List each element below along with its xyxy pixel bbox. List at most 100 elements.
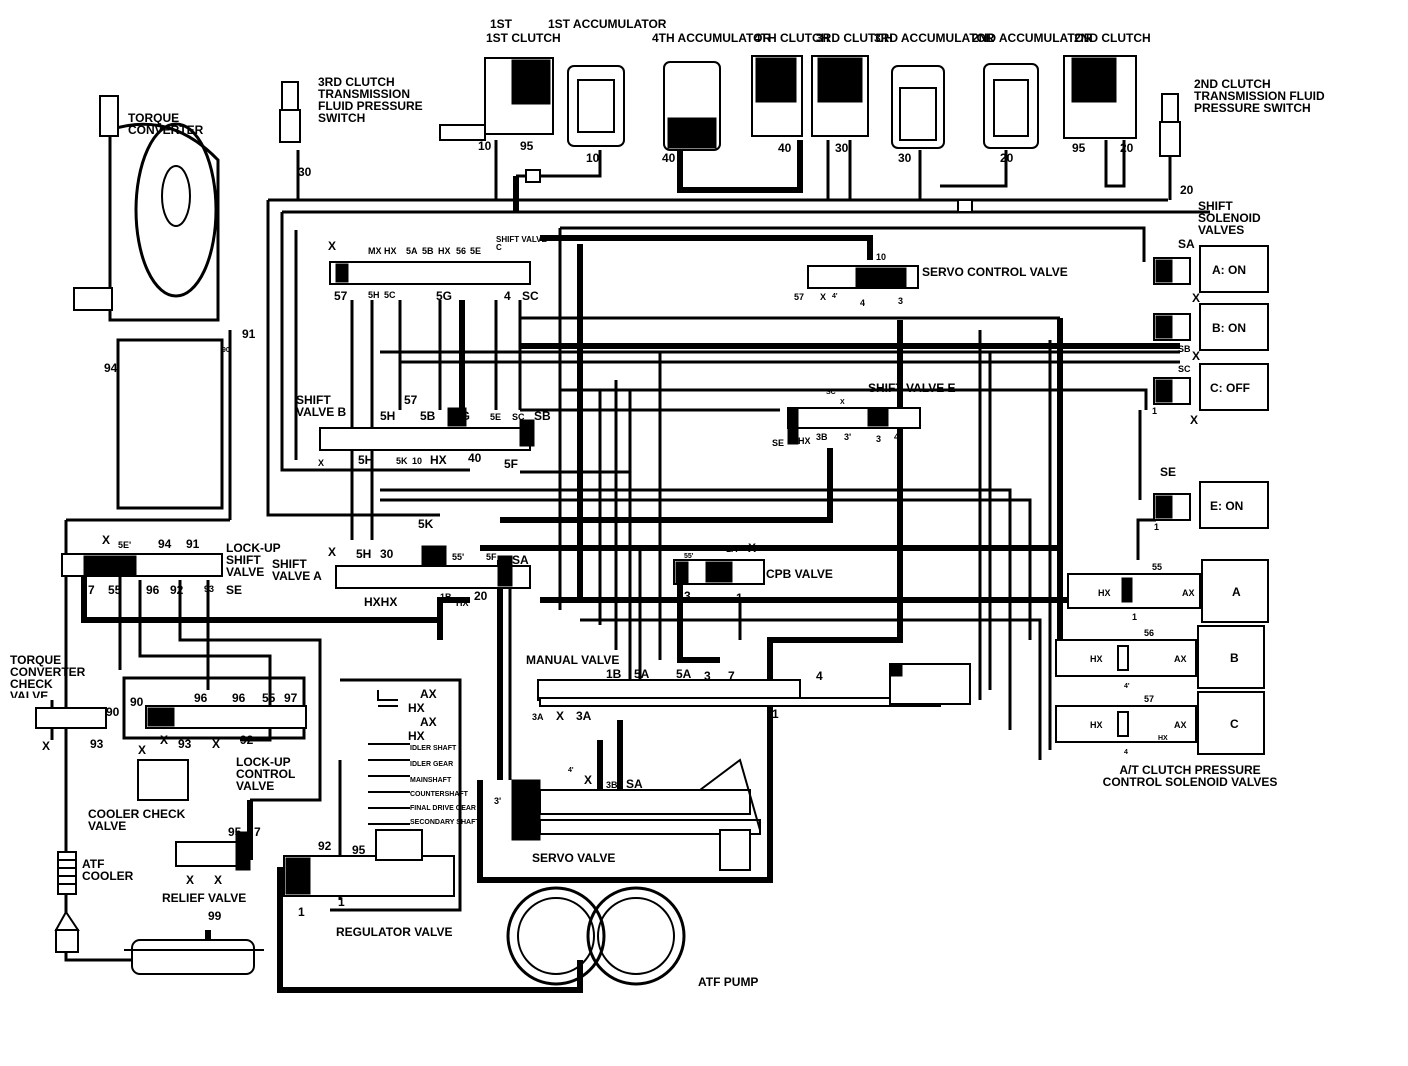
lsv-port-55: 55 — [108, 583, 122, 597]
line-sol-e — [1136, 518, 1156, 560]
reg-port-1b: 1 — [338, 895, 345, 909]
mv-port-3a: 3A — [532, 712, 544, 722]
shift-solenoid-title: SHIFT SOLENOID VALVES — [1198, 200, 1261, 237]
shift-valve-c-label: SHIFT VALVE C — [496, 236, 547, 252]
line-h-238 — [540, 235, 873, 260]
mv-port-1b: 1B — [606, 667, 622, 681]
mv-port-x: X — [556, 709, 564, 723]
svc-port-4: 4 — [504, 289, 511, 303]
lube-legend-bracket — [377, 690, 398, 707]
regulator-valve-land — [285, 857, 311, 895]
sve-port-3p: 3' — [844, 432, 851, 442]
clutch-label-4th-clutch: 4TH CLUTCH — [754, 31, 829, 45]
mv-port-1: 1 — [772, 707, 779, 721]
tc-check-valve-body — [35, 707, 107, 729]
line-left-outer — [266, 200, 440, 517]
solenoid-c-port: SC — [1178, 364, 1191, 374]
lockup-control-valve-body — [145, 705, 307, 729]
tc-check-valve-label: TORQUE CONVERTER CHECK VALVE — [10, 654, 86, 698]
at-solenoid-a-body — [1067, 573, 1201, 609]
shift-valve-e-solenoid — [787, 407, 799, 445]
svb-port-5f: 5F — [504, 457, 518, 471]
mv-port-5a: 5A — [634, 667, 650, 681]
manual-valve-detent-ball — [889, 663, 903, 677]
line-1b — [437, 597, 470, 640]
shift-solenoid-b: B: ON SB — [1153, 303, 1269, 354]
code-3rd-accumulator: 30 — [898, 151, 912, 165]
shift-valve-a-label: SHIFT VALVE A — [272, 558, 322, 583]
line-lockup-96b — [138, 580, 272, 742]
lsv-port-94: 94 — [158, 537, 172, 551]
lube-idler-shaft: IDLER SHAFT — [410, 745, 457, 752]
sve-port-3b: 3B — [816, 432, 828, 442]
solenoid-e-box — [1199, 481, 1269, 529]
at-solenoid-c-label: C — [1230, 717, 1239, 731]
tcc-port-90: 90 — [106, 705, 120, 719]
at-solenoid-b-coil — [1197, 625, 1265, 689]
line-h-520 — [500, 448, 833, 523]
sva-port-sa: SA — [512, 553, 529, 567]
tcc-port-93: 93 — [90, 737, 104, 751]
sva-port-55p: 55' — [452, 552, 464, 562]
sve-port-se: SE — [772, 438, 784, 448]
mv-port-5a2: 5A — [676, 667, 692, 681]
at-solenoid-title: A/T CLUTCH PRESSURE CONTROL SOLENOID VAL… — [1102, 764, 1278, 789]
at-sol-b-ax: AX — [1174, 654, 1187, 664]
shift-solenoid-e: E: ON SE — [1153, 465, 1269, 529]
shift-valve-b-solenoid — [519, 419, 535, 447]
svb-port-5b: 5B — [420, 409, 436, 423]
sve-port-4: 4 — [894, 432, 899, 442]
solenoid-a-state: A: ON — [1212, 263, 1246, 277]
tc-code-94: 94 — [104, 361, 118, 375]
switch-3rd-base — [279, 109, 301, 143]
sva-port-5k: 5K — [418, 517, 434, 531]
lcv-port-96: 96 — [194, 691, 208, 705]
lsv-port-92: 92 — [170, 583, 184, 597]
lcv-port-55: 55 — [262, 691, 276, 705]
regulator-valve-label: REGULATOR VALVE — [336, 925, 452, 939]
switch-2nd-label: 2ND CLUTCH TRANSMISSION FLUID PRESSURE S… — [1194, 78, 1325, 115]
accumulator-4th-fill — [667, 117, 717, 149]
torque-converter-shaft — [73, 287, 113, 311]
shift-valve-e-land — [867, 407, 889, 427]
solenoid-a-core — [1155, 259, 1173, 283]
scv-port-10: 10 — [876, 252, 886, 262]
switch-3rd-code: 30 — [298, 165, 312, 179]
shift-valve-a-solenoid — [497, 555, 513, 587]
code-2nd-clutch-95: 95 — [1072, 141, 1086, 155]
relief-valve-seat — [235, 831, 251, 871]
line-h-620 — [580, 618, 1042, 760]
atf-pump-inner-left — [517, 897, 595, 975]
svb-port-5e: 5E — [490, 412, 501, 422]
shift-solenoid-a: A: ON SA — [1153, 237, 1269, 293]
lcv-port-x1: X — [138, 743, 146, 757]
switch-2nd-code: 20 — [1180, 183, 1194, 197]
svc-port-5c: 5C — [384, 290, 396, 300]
sol-side-x2: X — [1192, 349, 1200, 363]
clutch-label-1st-accumulator: 1ST ACCUMULATOR — [548, 17, 667, 31]
atf-sump — [131, 939, 255, 975]
tc-code-90: 90 — [222, 347, 230, 354]
servo-valve-label: SERVO VALVE — [532, 851, 615, 865]
shift-valve-a: SHIFT VALVE A X 5H 30 1A 55' 5F SA HXHX … — [272, 517, 531, 609]
cpb-port-1: 1 — [736, 591, 743, 605]
lcv-port-93: 93 — [178, 737, 192, 751]
sva-port-5f: 5F — [486, 552, 497, 562]
lcv-port-x3: X — [212, 737, 220, 751]
line-h-490 — [380, 488, 1012, 730]
mv-port-3a2: 3A — [576, 709, 592, 723]
lube-legend-lines — [368, 743, 410, 825]
at-solenoid-b-label: B — [1230, 651, 1239, 665]
mv-port-4: 4 — [816, 669, 823, 683]
sv-port-3p: 3' — [494, 796, 501, 806]
shift-valve-e: SHIFT VALVE E SC X SE HX 3B 3' 3 4 — [772, 381, 956, 448]
lcv-port-92: 92 — [240, 733, 254, 747]
lockup-shift-valve-land — [83, 555, 137, 577]
tcc-port-x: X — [42, 739, 50, 753]
relief-port-95: 95 — [228, 825, 242, 839]
sva-port-20: 20 — [474, 589, 488, 603]
lube-hx-1: HX — [408, 701, 425, 715]
line-h-390 — [560, 388, 1148, 410]
atf-pump-gear-left — [506, 886, 606, 986]
